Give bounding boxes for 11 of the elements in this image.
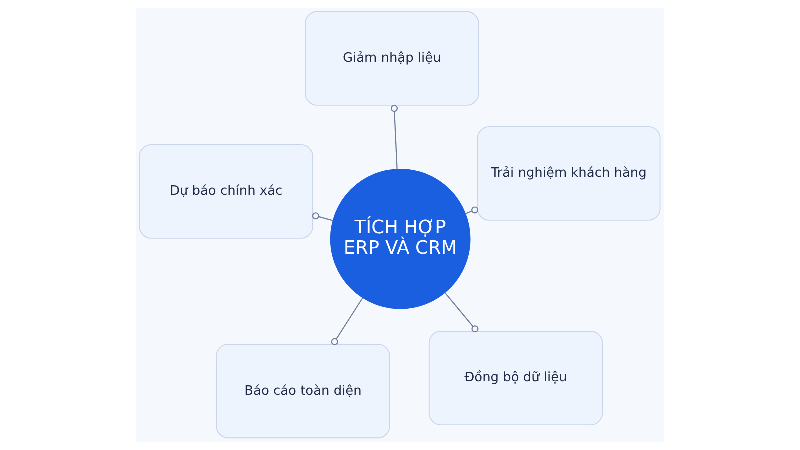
node-circle: TÍCH HỢP ERP VÀ CRM (330, 168, 471, 310)
node-box: Báo cáo toàn diện (216, 344, 390, 439)
connector (390, 105, 398, 170)
connector (312, 212, 334, 222)
node-box: Dự báo chính xác (139, 144, 314, 239)
node-box: Đồng bộ dữ liệu (428, 331, 604, 426)
node-box: Trải nghiệm khách hàng (477, 126, 661, 221)
connector (331, 298, 364, 346)
node-box: Giảm nhập liệu (305, 11, 480, 106)
connector (444, 292, 479, 333)
connector (466, 206, 479, 214)
